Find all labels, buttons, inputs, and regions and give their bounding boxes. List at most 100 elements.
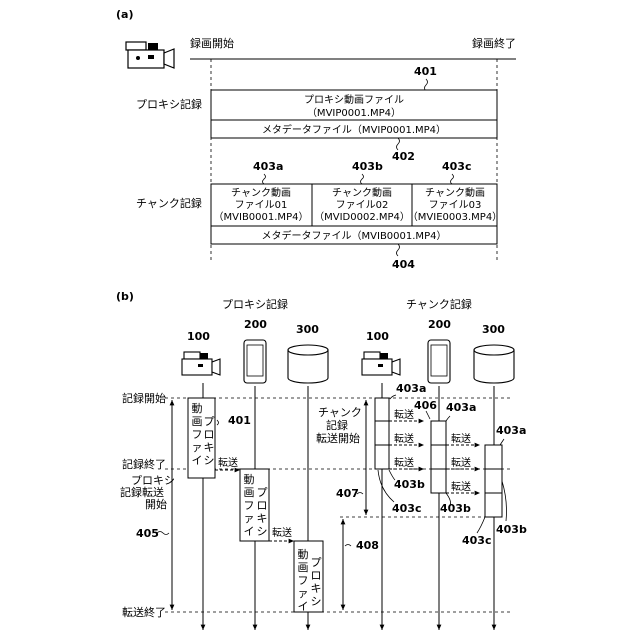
vtxt: フ — [192, 428, 203, 441]
transfer-label-2: 転送 — [272, 526, 292, 539]
ptxt: プ — [257, 486, 268, 499]
vtxt: 画 — [298, 561, 309, 574]
vtxt: 動 — [244, 472, 255, 486]
ptxt: シ — [311, 595, 322, 608]
chunk-meta-text: メタデータファイル（MVIB0001.MP4） — [262, 229, 447, 242]
ptxt: キ — [204, 441, 215, 454]
vtxt: イ — [192, 454, 203, 467]
transfer-label-d1: 転送 — [451, 432, 471, 445]
chunk-transfer-l1: チャンク — [318, 406, 362, 419]
ref-408: 408 — [356, 539, 379, 552]
proxy-transfer-l3: 開始 — [145, 497, 167, 511]
chunk-box-storage-b — [485, 469, 502, 493]
vtxt: 動 — [192, 401, 203, 415]
ref-407: 407 — [336, 487, 359, 500]
camera-icon — [182, 352, 220, 375]
ref-404: 404 — [392, 258, 415, 271]
chunk2-l3: （MVID0002.MP4） — [314, 211, 410, 223]
panel-a-label: (a) — [116, 8, 133, 21]
proxy-file-line1: プロキシ動画ファイル — [304, 93, 404, 106]
dev-200-chunk: 200 — [428, 318, 451, 331]
ref-402: 402 — [392, 150, 415, 163]
ref-403b-b1: 403b — [394, 478, 425, 491]
panel-b-label: (b) — [116, 290, 134, 303]
chunk1-l2: ファイル01 — [235, 200, 288, 211]
proxy-meta-text: メタデータファイル（MVIP0001.MP4） — [262, 123, 446, 136]
chunk-box-camera-c — [375, 445, 389, 469]
transfer-label-c3: 転送 — [394, 456, 414, 469]
camera-icon — [126, 42, 174, 68]
chunk-box-camera-b — [375, 421, 389, 445]
transfer-label-1: 転送 — [218, 456, 238, 469]
rec-start-b: 記録開始 — [122, 391, 166, 405]
vtxt: イ — [244, 525, 255, 538]
vtxt: 画 — [244, 486, 255, 499]
chunk-box-phone-a — [431, 421, 446, 445]
ref-405: 405 — [136, 527, 159, 540]
dev-100-proxy: 100 — [187, 330, 210, 343]
ref-401-a: 401 — [414, 65, 437, 78]
ref-403a-b2: 403a — [446, 401, 476, 414]
chunk1-l1: チャンク動画 — [231, 186, 291, 199]
proxy-file-line2: （MVIP0001.MP4） — [307, 107, 401, 119]
chunk2-l2: ファイル02 — [336, 200, 389, 211]
dev-200-proxy: 200 — [244, 318, 267, 331]
vtxt: ァ — [298, 587, 309, 600]
ref-403a-b1: 403a — [396, 382, 426, 395]
camera-icon — [362, 352, 400, 375]
rec-start-label: 録画開始 — [190, 36, 234, 50]
chunk-box-camera-a — [375, 398, 389, 421]
ptxt: キ — [257, 512, 268, 525]
proxy-transfer-l2: 記録転送 — [120, 485, 164, 499]
chunk3-l3: （MVIE0003.MP4） — [408, 211, 502, 223]
chunk-transfer-l3: 転送開始 — [316, 431, 360, 445]
ref-401-b: 401 — [228, 414, 251, 427]
chunk-row-label: チャンク記録 — [136, 196, 202, 210]
dev-300-chunk: 300 — [482, 323, 505, 336]
transfer-label-c1: 転送 — [394, 408, 414, 421]
ptxt: ロ — [311, 569, 322, 582]
ref-403c-b1: 403c — [392, 502, 421, 515]
vtxt: ァ — [192, 441, 203, 454]
ptxt: ロ — [204, 428, 215, 441]
transfer-label-d2: 転送 — [451, 456, 471, 469]
ptxt: プ — [204, 415, 215, 428]
ptxt: シ — [257, 525, 268, 538]
ptxt: プ — [311, 556, 322, 569]
dev-300-proxy: 300 — [296, 323, 319, 336]
transfer-label-c2: 転送 — [394, 432, 414, 445]
vtxt: イ — [298, 600, 309, 613]
ref-403a-a: 403a — [253, 160, 283, 173]
chunk1-l3: （MVIB0001.MP4） — [214, 211, 309, 223]
ref-403c-b3: 403c — [462, 534, 491, 547]
rec-end-b: 記録終了 — [122, 457, 166, 471]
chunk-box-storage-c — [485, 493, 502, 517]
storage-icon — [474, 345, 514, 383]
ptxt: キ — [311, 582, 322, 595]
chunk2-l1: チャンク動画 — [332, 186, 392, 199]
ref-403b-a: 403b — [352, 160, 383, 173]
ptxt: ロ — [257, 499, 268, 512]
chunk-box-phone-b — [431, 445, 446, 469]
chunk3-l2: ファイル03 — [429, 200, 482, 211]
storage-icon — [288, 345, 328, 383]
smartphone-icon — [244, 340, 266, 383]
vtxt: ァ — [244, 512, 255, 525]
ref-403a-b3: 403a — [496, 424, 526, 437]
proxy-title: プロキシ記録 — [222, 297, 288, 311]
ref-403c-a: 403c — [442, 160, 471, 173]
ref-406: 406 — [414, 399, 437, 412]
vtxt: 動 — [298, 547, 309, 561]
transfer-end-b: 転送終了 — [122, 605, 166, 619]
chunk-transfer-l2: 記録 — [326, 418, 348, 432]
proxy-row-label: プロキシ記録 — [136, 97, 202, 111]
chunk-box-storage-a — [485, 445, 502, 469]
vtxt: 画 — [192, 415, 203, 428]
ref-403b-b3: 403b — [496, 523, 527, 536]
vtxt: フ — [244, 499, 255, 512]
chunk3-l1: チャンク動画 — [425, 186, 485, 199]
transfer-label-d3: 転送 — [451, 480, 471, 493]
chunk-title: チャンク記録 — [406, 297, 472, 311]
vtxt: フ — [298, 574, 309, 587]
